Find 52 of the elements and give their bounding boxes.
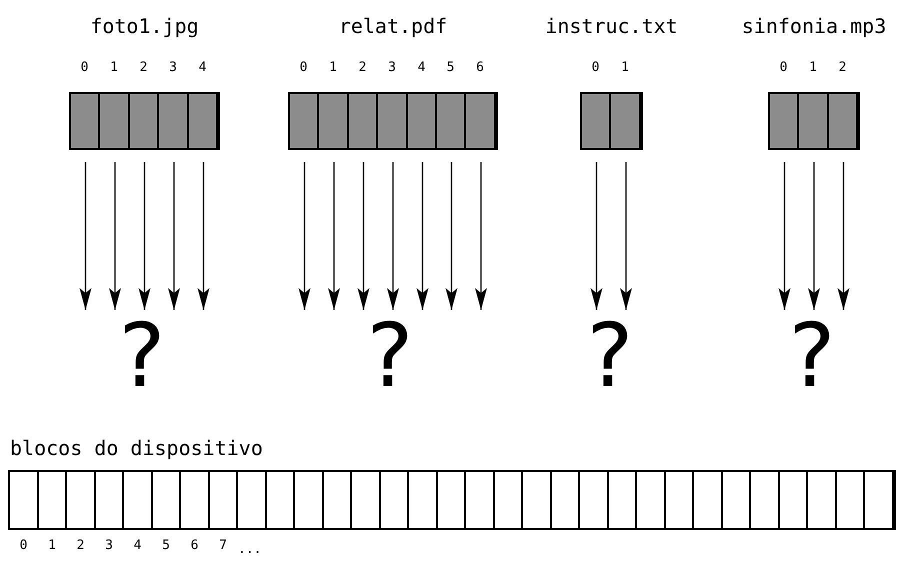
block-index: 6: [476, 60, 484, 75]
block-index: 0: [780, 60, 788, 75]
block-index: 1: [110, 60, 118, 75]
arrow: [80, 162, 92, 310]
arrow: [446, 162, 458, 310]
block-index: 3: [388, 60, 396, 75]
arrow: [416, 162, 428, 310]
arrow: [590, 162, 602, 310]
arrow: [358, 162, 370, 310]
file-name: foto1.jpg: [90, 14, 199, 38]
arrow: [838, 162, 850, 310]
arrow: [198, 162, 210, 310]
block-index: 4: [418, 60, 426, 75]
block-index: 1: [621, 60, 629, 75]
arrow: [620, 162, 632, 310]
block-index: 2: [140, 60, 148, 75]
block-index: 4: [134, 538, 142, 553]
arrow: [778, 162, 790, 310]
block-index: 3: [169, 60, 177, 75]
question-mark: ?: [355, 312, 425, 400]
arrow: [168, 162, 180, 310]
arrow: [387, 162, 399, 310]
block-index: 0: [20, 538, 28, 553]
block-index: 2: [76, 538, 84, 553]
block-index: 2: [838, 60, 846, 75]
block-index: 0: [592, 60, 600, 75]
arrow: [328, 162, 340, 310]
arrow: [475, 162, 487, 310]
question-mark: ?: [777, 312, 847, 400]
block-index: 0: [300, 60, 308, 75]
file-name: relat.pdf: [338, 14, 448, 38]
block-index: 2: [358, 60, 366, 75]
block-index: 1: [48, 538, 56, 553]
question-mark: ?: [575, 312, 645, 400]
file-name: sinfonia.mp3: [742, 14, 886, 38]
arrow: [138, 162, 150, 310]
arrow: [109, 162, 121, 310]
block-index: 5: [162, 538, 170, 553]
block-index: 5: [446, 60, 454, 75]
block-index: 1: [809, 60, 817, 75]
arrow: [808, 162, 820, 310]
block-index: 7: [219, 538, 227, 553]
block-index: 4: [198, 60, 206, 75]
strip-title: blocos do dispositivo: [10, 436, 263, 460]
block-index: 6: [190, 538, 198, 553]
block-index: 0: [80, 60, 88, 75]
question-mark: ?: [107, 312, 177, 400]
arrow: [298, 162, 310, 310]
block-index: 3: [105, 538, 113, 553]
ellipsis-note: ...: [238, 542, 262, 557]
file-name: instruc.txt: [545, 14, 678, 38]
block-index: 1: [329, 60, 337, 75]
